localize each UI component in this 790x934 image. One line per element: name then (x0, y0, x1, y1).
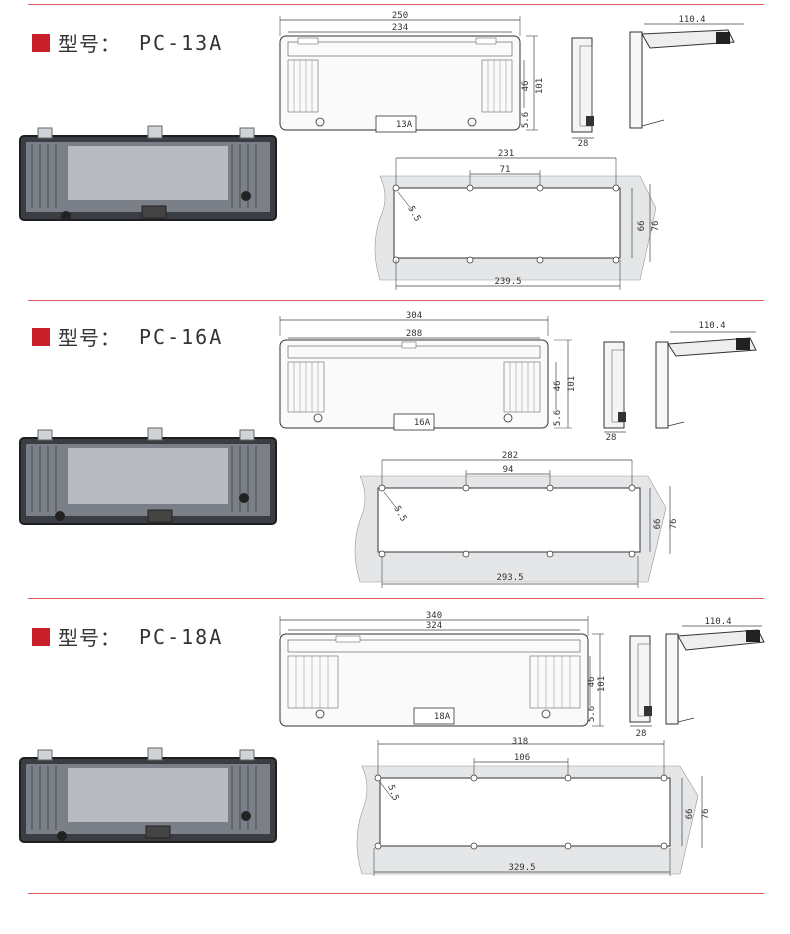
opening-height-label: 66 (637, 221, 647, 232)
product-photo (19, 427, 277, 525)
mid-height-label: 46 (553, 381, 563, 392)
hole-span-label: 282 (502, 451, 518, 461)
model-heading: 型号： PC-13A (32, 28, 223, 57)
hole-span-label: 231 (498, 149, 514, 159)
mounting-cutout-drawing: 231 71 5.5 66 76 239.5 (374, 149, 661, 290)
front-view-drawing: 304 288 16A 101 46 5.6 (279, 311, 576, 431)
front-width-label: 250 (392, 11, 408, 21)
mounting-cutout-drawing: 318 106 5.5 66 76 329.5 (356, 737, 711, 876)
front-width-label: 304 (406, 311, 422, 321)
rating-badge: 16A (414, 418, 431, 428)
bullet-square-icon (32, 327, 50, 346)
side-depth-label: 28 (636, 729, 647, 739)
profile-width-label: 110.4 (698, 321, 725, 331)
profile-view-drawing: 110.4 (629, 15, 744, 129)
front-height-label: 101 (535, 78, 545, 94)
mounting-cutout-drawing: 282 94 5.5 66 76 293.5 (354, 451, 679, 588)
mid-height-label: 46 (521, 81, 531, 92)
divider-bottom (28, 893, 764, 894)
front-view-drawing: 340 324 18A 101 46 5.6 (279, 611, 606, 727)
inner-width-label: 288 (406, 329, 422, 339)
outer-width-label: 239.5 (494, 277, 521, 287)
inner-width-label: 324 (426, 621, 442, 631)
opening-height-label: 66 (653, 519, 663, 530)
product-photo (19, 125, 277, 221)
inner-width-label: 234 (392, 23, 408, 33)
bottom-offset-label: 5.6 (587, 706, 597, 722)
bottom-offset-label: 5.6 (553, 410, 563, 426)
model-label: 型号： (58, 326, 121, 350)
opening-height-label: 66 (685, 809, 695, 820)
model-code: PC-13A (139, 30, 224, 55)
model-code: PC-18A (139, 624, 224, 649)
side-view-drawing: 28 (571, 37, 594, 148)
bullet-square-icon (32, 627, 50, 646)
rating-badge: 18A (434, 712, 451, 722)
side-view-drawing: 28 (603, 341, 626, 443)
model-heading: 型号： PC-16A (32, 322, 223, 351)
front-height-label: 101 (567, 376, 576, 392)
bullet-square-icon (32, 33, 50, 52)
side-depth-label: 28 (606, 433, 617, 443)
side-depth-label: 28 (578, 139, 589, 148)
hole-pitch-label: 71 (500, 165, 511, 175)
model-heading: 型号： PC-18A (32, 622, 223, 651)
front-height-label: 101 (597, 676, 606, 692)
profile-view-drawing: 110.4 (655, 321, 757, 429)
hole-span-label: 318 (512, 737, 528, 747)
outer-height-label: 76 (651, 221, 661, 232)
profile-view-drawing: 110.4 (665, 617, 765, 725)
profile-width-label: 110.4 (678, 15, 705, 25)
product-photo (19, 747, 277, 843)
side-view-drawing: 28 (629, 635, 652, 739)
hole-pitch-label: 106 (514, 753, 530, 763)
divider-2 (28, 598, 764, 599)
divider-1 (28, 300, 764, 301)
divider-top (28, 4, 764, 5)
front-width-label: 340 (426, 611, 442, 621)
outer-width-label: 293.5 (496, 573, 523, 583)
model-label: 型号： (58, 626, 121, 650)
model-code: PC-16A (139, 324, 224, 349)
outer-width-label: 329.5 (508, 863, 535, 873)
front-view-drawing: 250 234 13A 101 46 5.6 (279, 11, 545, 133)
outer-height-label: 76 (701, 809, 711, 820)
mid-height-label: 46 (587, 677, 597, 688)
model-label: 型号： (58, 32, 121, 56)
bottom-offset-label: 5.6 (521, 112, 531, 128)
outer-height-label: 76 (669, 519, 679, 530)
rating-badge: 13A (396, 120, 413, 130)
hole-pitch-label: 94 (503, 465, 514, 475)
profile-width-label: 110.4 (704, 617, 731, 627)
